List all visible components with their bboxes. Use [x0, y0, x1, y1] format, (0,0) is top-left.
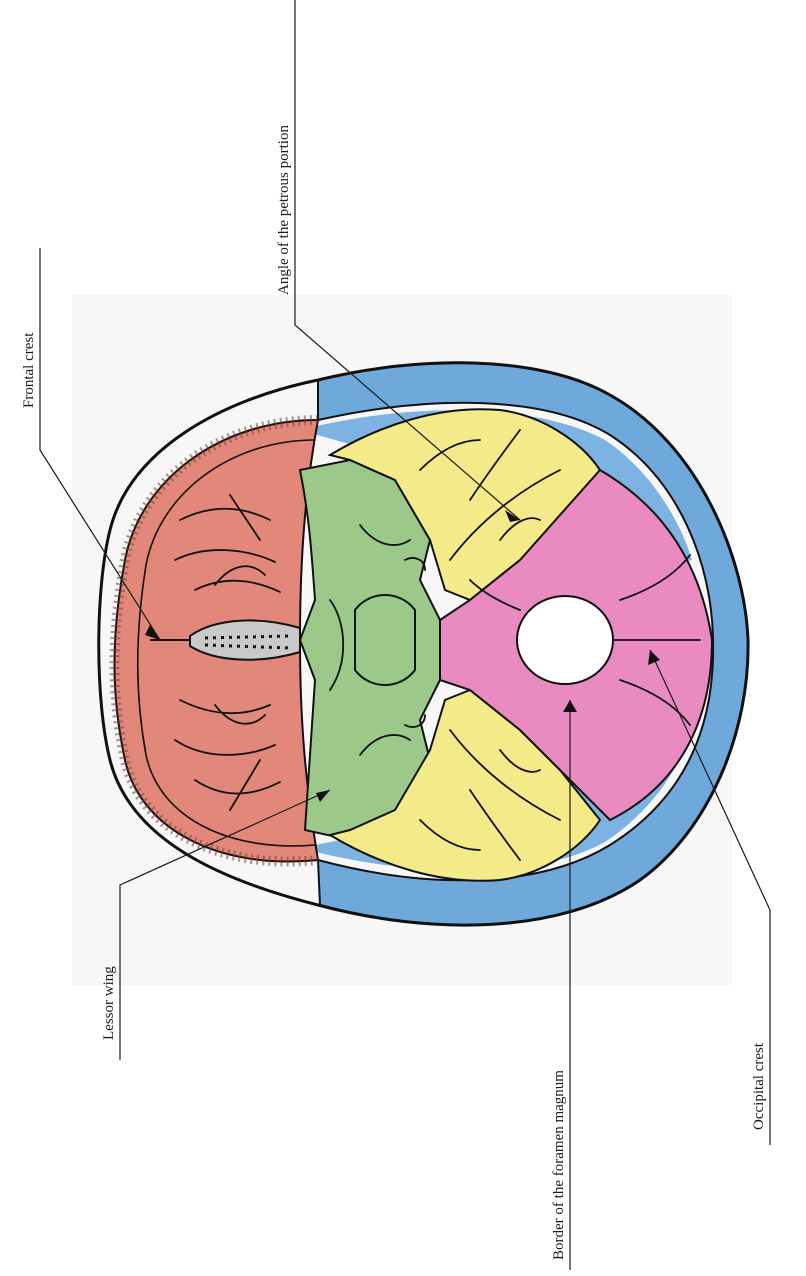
occipital-crest-label: Occipital crest [751, 1042, 767, 1130]
frontal-crest-label: Frontal crest [21, 332, 37, 408]
lessor-wing-label: Lessor wing [101, 966, 117, 1040]
angle-petrous-label: Angle of the petrous portion [276, 125, 292, 295]
foramen-magnum [517, 596, 613, 684]
crista-galli [190, 620, 300, 659]
foramen-magnum-label: Border of the foramen magnum [551, 1070, 567, 1260]
sella-turcica [355, 595, 415, 685]
